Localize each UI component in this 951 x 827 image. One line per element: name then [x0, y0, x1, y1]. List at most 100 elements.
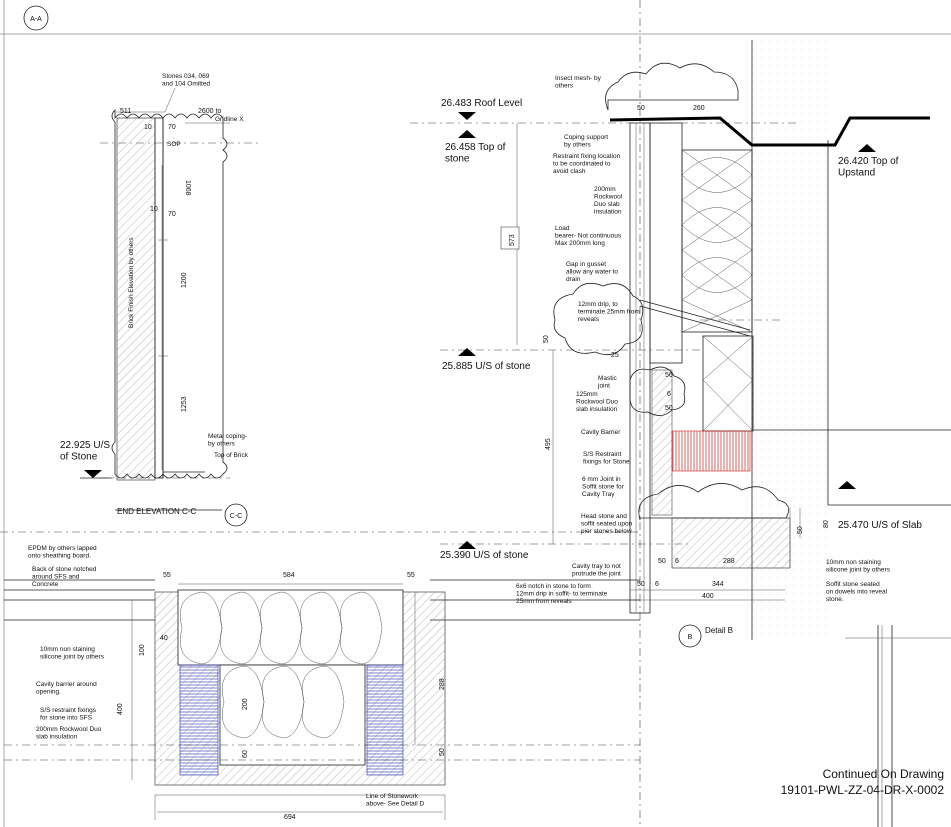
- dim-25: 25: [611, 352, 619, 359]
- dim-40: 40: [160, 635, 168, 642]
- dim-50c: 50: [665, 405, 673, 412]
- column-fragment: [845, 625, 951, 827]
- detail-b-title: Detail B: [705, 626, 733, 635]
- dim-584: 584: [283, 572, 295, 579]
- dim-1068: 1068: [184, 180, 191, 196]
- us-slab-label: 25.470 U/S of Slab: [838, 520, 922, 531]
- level-us-stone-1: 25.885 U/S of stone: [442, 348, 531, 372]
- sop-label: SOP: [167, 141, 181, 148]
- dim-10a: 10: [144, 124, 152, 131]
- dim-288: 288: [439, 678, 446, 690]
- dim-400: 400: [117, 703, 124, 715]
- gridline-label: Gridline X: [215, 116, 244, 123]
- brick-finish-note: Brick Finish Elevation by others: [128, 237, 135, 328]
- continued-line1: Continued On Drawing: [823, 767, 944, 781]
- dim-511: 511: [120, 108, 131, 115]
- level-us-slab: 25.470 U/S of Slab: [838, 481, 922, 531]
- marker-c-c: C-C: [224, 503, 248, 527]
- section-marker-a-a: A-A: [23, 5, 49, 31]
- dim-6c: 6: [655, 581, 659, 588]
- dim-344: 344: [712, 581, 724, 588]
- dim-70b: 70: [168, 211, 176, 218]
- continued-line2: 19101-PWL-ZZ-04-DR-X-0002: [781, 783, 945, 797]
- dim-50e: 50: [658, 558, 666, 565]
- dim-chain-vertical: [500, 123, 554, 544]
- dim-55a: 55: [163, 572, 171, 579]
- dim-70a: 70: [168, 124, 176, 131]
- marker-b: B: [678, 624, 702, 648]
- marker-b-label: B: [688, 634, 693, 641]
- dim-694: 694: [284, 814, 296, 821]
- dim-288: 288: [723, 558, 735, 565]
- level-us-stone-2: 25.390 U/S of stone: [440, 541, 529, 561]
- dim-50a: 50: [637, 105, 645, 112]
- dim-50f: 50: [637, 581, 645, 588]
- dim-260: 260: [693, 105, 705, 112]
- metal-coping-note: Metal coping-by others: [208, 433, 247, 447]
- end-elevation-title: END ELEVATION C-C: [117, 507, 196, 516]
- dim-200: 200: [242, 698, 249, 710]
- dim-2600: 2600 to: [198, 108, 221, 115]
- dim-56: 56: [665, 372, 673, 379]
- continued-on-drawing: Continued On Drawing 19101-PWL-ZZ-04-DR-…: [781, 767, 945, 797]
- top-of-brick-label: Top of Brick: [214, 452, 249, 459]
- dim-50b: 50: [543, 335, 550, 343]
- dim-495: 495: [545, 438, 552, 450]
- dim-100: 100: [139, 644, 146, 656]
- dim-1200: 1200: [181, 272, 188, 288]
- dim-6a: 6: [667, 391, 671, 398]
- dim-60: 60: [242, 750, 249, 758]
- roof-level-label: 26.483 Roof Level: [441, 98, 522, 109]
- dim-55b: 55: [407, 572, 415, 579]
- dim-50d: 50: [797, 526, 804, 534]
- us-stone-1-label: 25.885 U/S of stone: [442, 361, 531, 372]
- section-marker-label: A-A: [30, 16, 42, 23]
- us-stone-2-label: 25.390 U/S of stone: [440, 550, 529, 561]
- marker-c-c-label: C-C: [230, 513, 242, 520]
- insulation-125-pattern: [702, 335, 754, 432]
- insulation-200-pattern: [681, 149, 753, 333]
- dim-80: 80: [823, 520, 830, 528]
- dim-400: 400: [702, 593, 714, 600]
- dim-6b: 6: [675, 558, 679, 565]
- dim-573: 573: [509, 234, 516, 246]
- level-roof: 26.483 Roof Level: [441, 98, 522, 120]
- dim-10b: 10: [150, 206, 158, 213]
- cavity-barrier-note: Cavity Barrier: [581, 429, 621, 436]
